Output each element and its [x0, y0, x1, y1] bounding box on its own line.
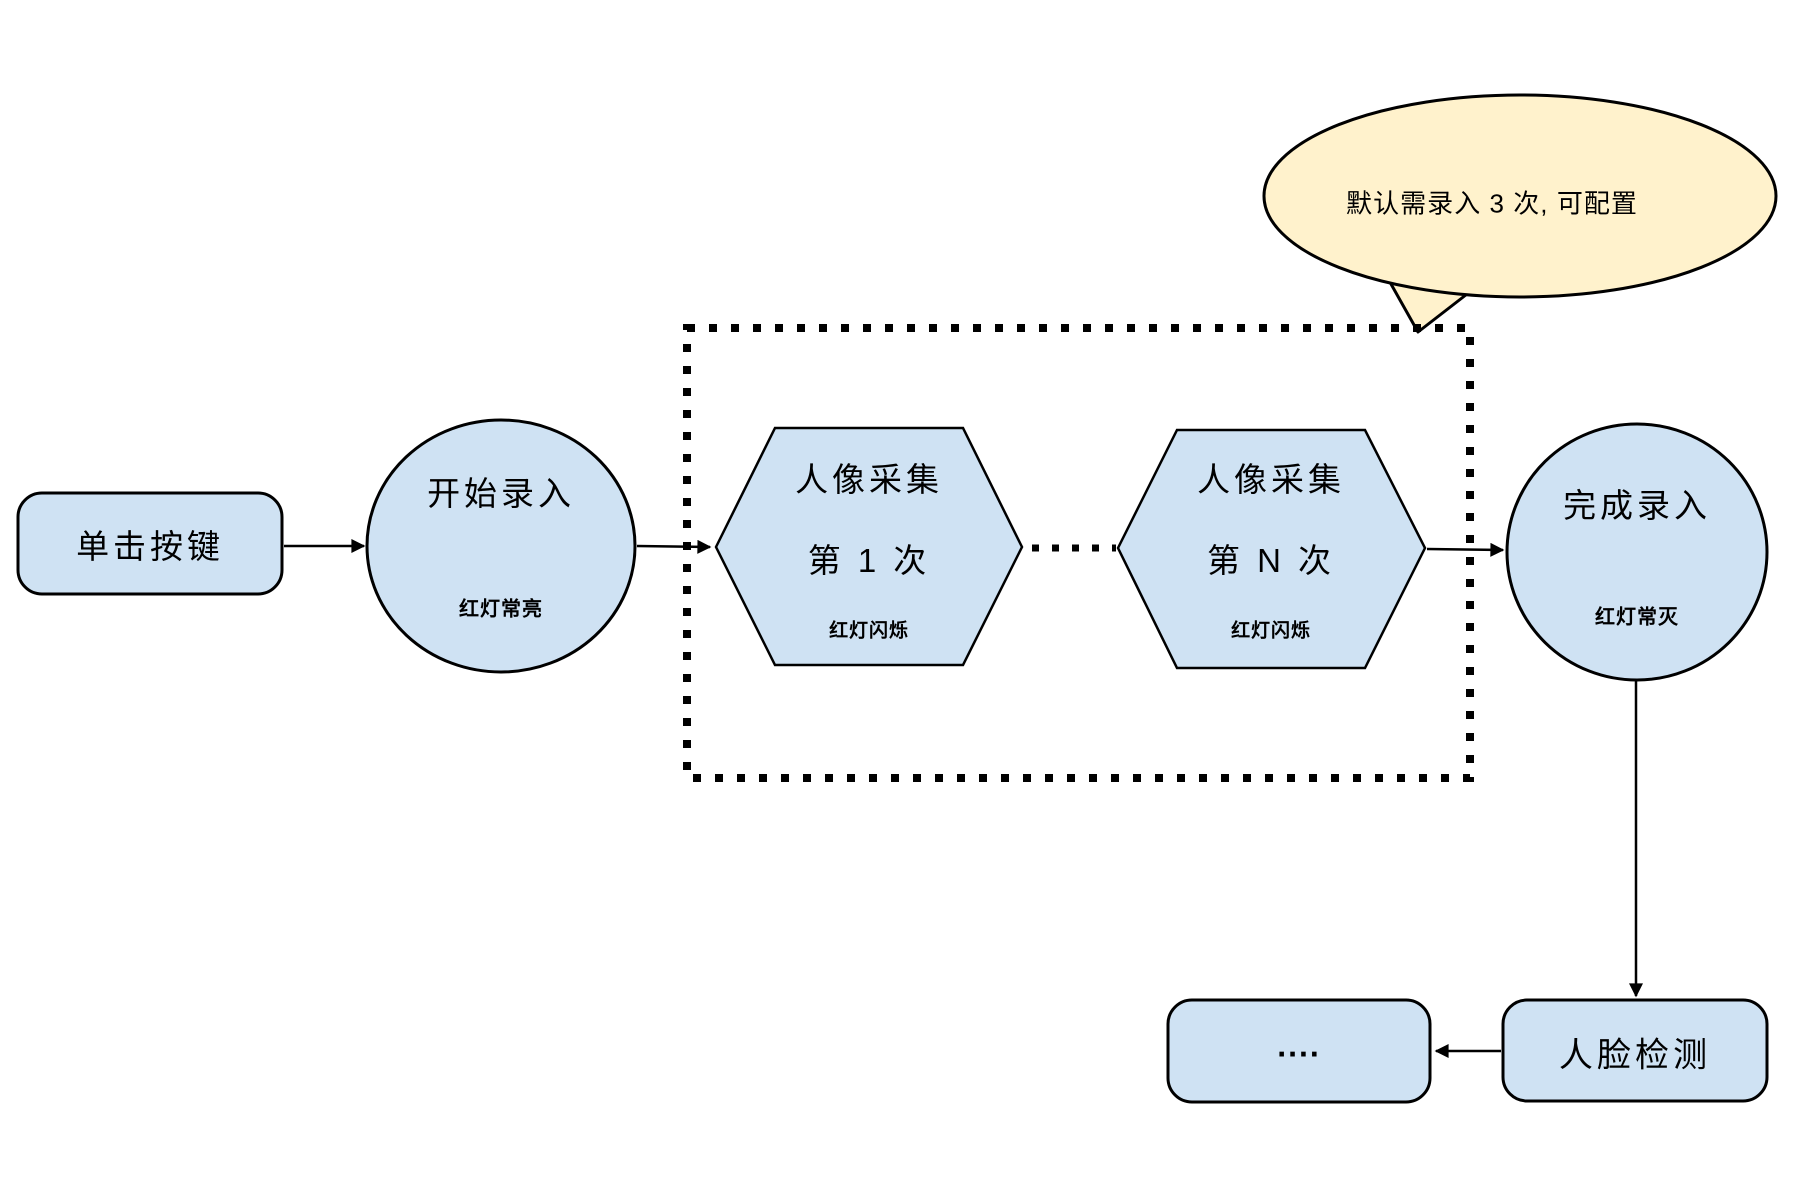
capture-nth-status: 红灯闪烁: [1231, 620, 1311, 642]
capture-nth-title: 人像采集: [1197, 461, 1345, 498]
continuation-node: [1166, 998, 1432, 1104]
click-button-label: 单击按键: [76, 528, 224, 565]
finish-enroll-title: 完成录入: [1563, 487, 1711, 524]
callout-text: 默认需录入 3 次, 可配置: [1346, 188, 1638, 219]
face-detect-label: 人脸检测: [1558, 1036, 1712, 1075]
start-enroll-status: 红灯常亮: [459, 598, 543, 621]
start-enroll-circle: [365, 418, 637, 674]
capture-first-status: 红灯闪烁: [829, 620, 909, 642]
face-detect-node: [1501, 998, 1769, 1103]
continuation-label: ....: [1277, 1027, 1321, 1064]
finish-enroll-status: 红灯常灭: [1595, 606, 1679, 629]
capture-first-title: 人像采集: [795, 461, 943, 498]
click-button-node: [16, 491, 284, 596]
arrow-capturen-to-finish: [1426, 542, 1505, 557]
callout-bubble: [1262, 93, 1778, 299]
arrow-start-to-capture1: [636, 539, 712, 554]
capture-first-hexagon: [714, 426, 1024, 667]
capture-first-subtitle: 第 1 次: [807, 542, 931, 579]
capture-nth-subtitle: 第 N 次: [1207, 542, 1335, 579]
finish-enroll-circle: [1505, 422, 1769, 682]
start-enroll-title: 开始录入: [427, 475, 575, 512]
capture-nth-hexagon: [1116, 428, 1427, 670]
